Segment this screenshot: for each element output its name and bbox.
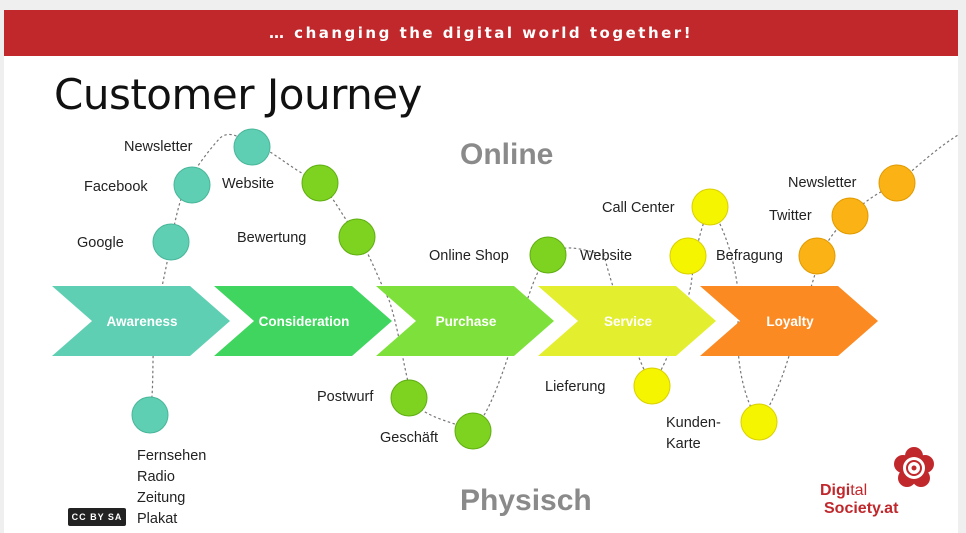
stage-service-chevron [538,286,716,356]
label-lieferung: Lieferung [545,379,605,395]
license-badge-icon: CC BY SA [68,508,126,526]
touchpoint-newsletter-2 [878,164,916,202]
stage-awareness-label: Awareness [106,314,177,329]
label-twitter: Twitter [769,208,812,224]
label-kunden-line2: Karte [666,436,701,452]
online-section-label: Online [460,138,554,171]
media-item: Fernsehen [137,448,207,464]
label-online-shop: Online Shop [429,248,509,264]
touchpoint-bewertung [338,218,376,256]
touchpoint-twitter [831,197,869,235]
label-call-center: Call Center [602,200,675,216]
label-google: Google [77,235,124,251]
physical-section-label: Physisch [460,484,592,517]
logo-flower-icon [894,447,934,487]
label-befragung: Befragung [716,248,783,264]
logo-text-part2: tal [850,482,868,499]
label-website-2: Website [580,248,632,264]
touchpoint-website-2 [669,237,707,275]
touchpoint-facebook [173,166,211,204]
media-item: Zeitung [137,490,186,506]
touchpoint-lieferung [633,367,671,405]
slide: … changing the digital world together! C… [4,10,958,533]
header-banner: … changing the digital world together! [4,10,958,56]
stage-service-label: Service [604,314,653,329]
stage-loyalty-chevron [700,286,878,356]
touchpoint-newsletter-1 [233,128,271,166]
stage-purchase-label: Purchase [436,314,497,329]
media-item: Plakat [137,511,178,527]
stage-consideration-label: Consideration [259,314,350,329]
touchpoint-befragung [798,237,836,275]
touchpoint-google [152,223,190,261]
logo-text-part1: Digi [820,482,851,499]
label-postwurf: Postwurf [317,389,374,405]
touchpoint-online-shop [529,236,567,274]
touchpoint-traditional-media [131,396,169,434]
digital-society-logo: Digital Society.at [814,446,954,526]
page-title: Customer Journey [54,70,422,119]
touchpoint-call-center [691,188,729,226]
touchpoint-postwurf [390,379,428,417]
touchpoint-geschaeft [454,412,492,450]
label-facebook: Facebook [84,179,148,195]
label-website-1: Website [222,176,274,192]
stage-consideration-chevron [214,286,392,356]
traditional-media-list: Fernsehen Radio Zeitung Plakat [137,446,206,530]
touchpoint-website-1 [301,164,339,202]
media-item: Radio [137,469,175,485]
stage-awareness-chevron [52,286,230,356]
stage-purchase-chevron [376,286,554,356]
label-newsletter-1: Newsletter [124,139,193,155]
touchpoint-kundenkarte [740,403,778,441]
logo-text-line2: Society.at [824,500,899,517]
label-geschaeft: Geschäft [380,430,438,446]
stage-loyalty-label: Loyalty [766,314,814,329]
label-newsletter-2: Newsletter [788,175,857,191]
journey-diagram: Awareness Consideration Purchase Service… [52,128,958,487]
label-bewertung: Bewertung [237,230,306,246]
label-kunden-line1: Kunden- [666,415,721,431]
